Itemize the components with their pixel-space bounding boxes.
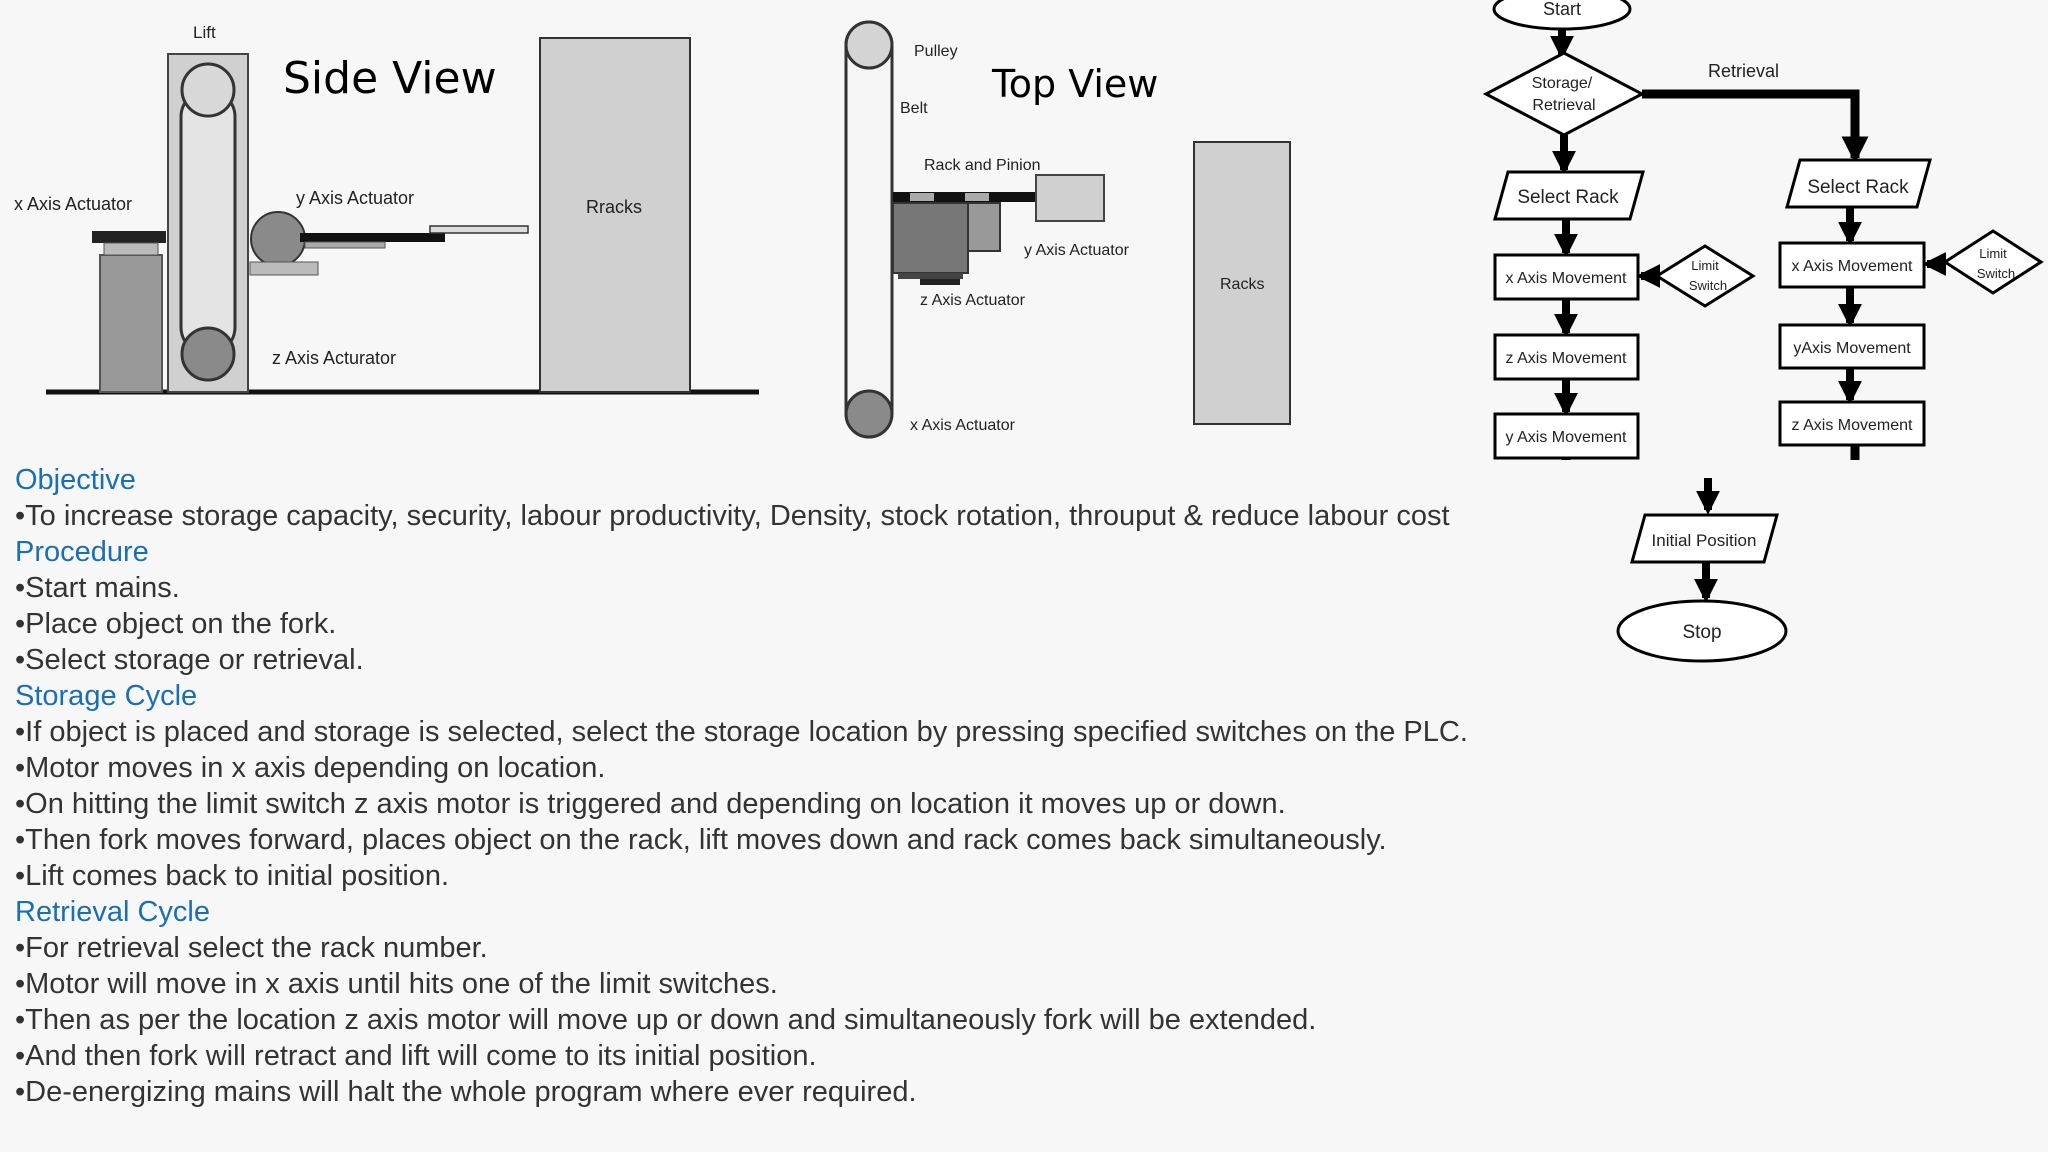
- top-pulley-lower: [844, 389, 894, 439]
- flow-right-step2: [1778, 323, 1926, 370]
- flow-stop: [1616, 599, 1788, 663]
- top-pulley-label: Pulley: [914, 43, 958, 60]
- flow-right-select-label: Select Rack: [1807, 177, 1909, 198]
- storage-item: •Motor moves in x axis depending on loca…: [15, 752, 606, 784]
- flow-right-limit-switch: [1942, 229, 2044, 295]
- side-racks-label: Rracks: [586, 197, 642, 217]
- flow-decision-line1: Storage/: [1532, 75, 1593, 92]
- top-z-actuator-label: z Axis Actuator: [920, 292, 1026, 309]
- flow-right-step2-label: yAxis Movement: [1793, 340, 1911, 357]
- top-x-actuator-label: x Axis Actuator: [910, 417, 1016, 434]
- storage-item: •Lift comes back to initial position.: [15, 860, 450, 892]
- flowchart: Start Storage/ Retrieval Retrieval Selec…: [1482, 0, 2044, 460]
- flow-retrieval-label: Retrieval: [1708, 61, 1779, 81]
- storage-item: •On hitting the limit switch z axis moto…: [15, 788, 1286, 820]
- fork-plate: [429, 225, 529, 234]
- retrieval-cycle-heading: Retrieval Cycle: [15, 896, 210, 928]
- description-text: Objective •To increase storage capacity,…: [15, 462, 1575, 1110]
- top-view-title: Top View: [991, 62, 1158, 106]
- top-belt-label: Belt: [900, 100, 928, 117]
- flow-decision-line2: Retrieval: [1532, 97, 1595, 114]
- top-racks-label: Racks: [1220, 276, 1264, 293]
- objective-item: •To increase storage capacity, security,…: [15, 500, 1450, 532]
- top-pulley-upper: [844, 20, 894, 70]
- x-axis-actuator-plate: [92, 231, 166, 243]
- side-x-actuator-label: x Axis Actuator: [14, 194, 132, 214]
- top-y-actuator: [1035, 174, 1105, 222]
- lift-belt: [179, 88, 237, 356]
- storage-cycle-heading: Storage Cycle: [15, 680, 198, 712]
- procedure-item: •Start mains.: [15, 572, 180, 604]
- flow-right-select-rack: [1785, 158, 1932, 209]
- y-axis-motor: [250, 211, 306, 267]
- top-view-diagram: Top View Pulley Belt Rack and Pinion y A…: [844, 20, 1291, 439]
- fork-arm: [300, 233, 445, 242]
- flow-left-limit-line2: Switch: [1689, 278, 1727, 293]
- flow-decision: [1482, 51, 1646, 137]
- flow-stop-label: Stop: [1682, 622, 1721, 643]
- retrieval-item: •Then as per the location z axis motor w…: [15, 1004, 1317, 1036]
- procedure-item: •Place object on the fork.: [15, 608, 337, 640]
- flow-right-step3-label: z Axis Movement: [1792, 417, 1913, 434]
- flow-left-step2-label: z Axis Movement: [1506, 350, 1627, 367]
- top-pulley: [180, 62, 236, 118]
- procedure-heading: Procedure: [15, 536, 149, 568]
- retrieval-item: •De-energizing mains will halt the whole…: [15, 1076, 917, 1108]
- side-y-actuator-label: y Axis Actuator: [296, 188, 414, 208]
- x-axis-motor: [99, 254, 163, 393]
- top-y-actuator-label: y Axis Actuator: [1024, 242, 1130, 259]
- storage-item: •If object is placed and storage is sele…: [15, 716, 1468, 748]
- side-view-title: Side View: [283, 53, 497, 104]
- retrieval-item: •For retrieval select the rack number.: [15, 932, 488, 964]
- flow-left-select-label: Select Rack: [1517, 187, 1619, 208]
- top-lift-carriage: [892, 202, 969, 274]
- flow-left-select-rack: [1493, 170, 1645, 221]
- flow-initial-position: [1630, 513, 1779, 564]
- flow-left-step1-label: x Axis Movement: [1506, 270, 1627, 287]
- flow-left-limit-line1: Limit: [1691, 258, 1719, 273]
- flow-start-label: Start: [1543, 0, 1581, 19]
- bottom-pulley: [180, 326, 236, 382]
- retrieval-item: •And then fork will retract and lift wil…: [15, 1040, 817, 1072]
- procedure-item: •Select storage or retrieval.: [15, 644, 364, 676]
- flow-left-step2: [1493, 333, 1640, 381]
- top-rack: [1193, 141, 1291, 425]
- retrieval-branch-line: [1642, 89, 1869, 164]
- retrieval-item: •Motor will move in x axis until hits on…: [15, 968, 778, 1000]
- objective-heading: Objective: [15, 464, 136, 496]
- flow-initial-label: Initial Position: [1652, 531, 1757, 550]
- storage-item: •Then fork moves forward, places object …: [15, 824, 1387, 856]
- flowchart-lower: Initial Position Stop: [1616, 478, 1788, 663]
- top-rack-pinion-label: Rack and Pinion: [924, 157, 1041, 174]
- flow-right-limit-line1: Limit: [1979, 246, 2007, 261]
- side-rack: [539, 37, 691, 393]
- top-belt: [844, 20, 894, 437]
- rack-and-pinion-bar: [893, 192, 1036, 202]
- flow-right-step1-label: x Axis Movement: [1792, 258, 1913, 275]
- side-view-diagram: Side View Lift x Axis Actuator y Axis Ac…: [14, 23, 759, 395]
- side-z-actuator-label: z Axis Acturator: [272, 348, 396, 368]
- flow-right-limit-line2: Switch: [1977, 266, 2015, 281]
- flow-left-step3: [1493, 412, 1640, 460]
- flow-left-step3-label: y Axis Movement: [1506, 429, 1627, 446]
- side-lift-label: Lift: [193, 23, 216, 42]
- flow-left-limit-switch: [1654, 244, 1756, 308]
